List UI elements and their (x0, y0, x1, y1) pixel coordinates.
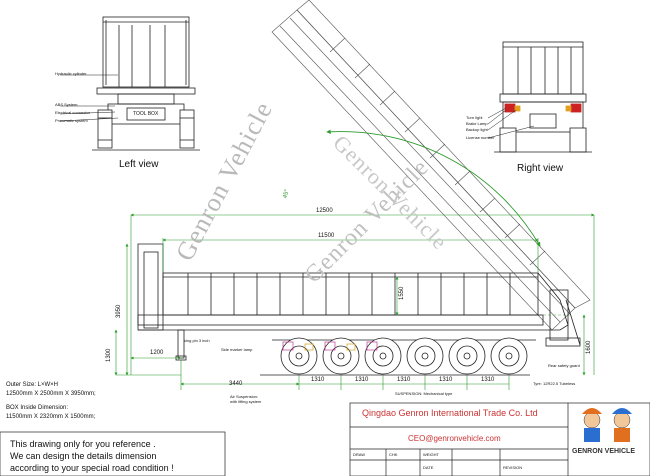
tb-field-draw: DRAW (353, 452, 366, 457)
wheel-4 (406, 337, 444, 375)
annotation-kingpin: king pin 3 inch (184, 338, 210, 343)
left-view-title: Left view (119, 159, 159, 170)
logo-figures (582, 408, 632, 442)
spec-box-size-label: BOX Inside Dimension: (6, 405, 69, 411)
right-view-drawing (487, 41, 592, 153)
dim-kingpin-offset: 1200 (150, 350, 164, 356)
suspension-parts (282, 341, 378, 351)
toolbox-label: TOOL BOX (133, 111, 159, 117)
callout-license-number: License number (466, 135, 495, 140)
wheel-6 (490, 337, 528, 375)
dim-overall-height: 3950 (116, 304, 122, 318)
note-line-3: according to your special road condition… (10, 463, 174, 473)
wheel-3 (364, 337, 402, 375)
callout-pneumatic-system: Pneumatic system (55, 118, 88, 123)
callout-abs-system: ABS System (55, 102, 78, 107)
dim-box-length: 11500 (318, 233, 335, 239)
company-logo: GENRON VEHICLE (572, 448, 636, 455)
angle-arc (326, 129, 541, 247)
callout-backup-light: Backup light (466, 127, 488, 132)
tb-field-chk: CHK (389, 452, 398, 457)
right-view-title: Right view (517, 163, 564, 174)
dim-axle-spacing-1: 1310 (311, 377, 325, 383)
callout-brake-lamp: Brake Lamp (466, 121, 488, 126)
annotation-tires: Tyre: 12R22.5 Tubeless (533, 381, 576, 386)
dim-front-overhang: 3440 (229, 381, 243, 387)
company-name: Qingdao Genron International Trade Co. L… (362, 408, 538, 418)
suspension-parts-2 (304, 343, 356, 351)
spec-box-size-value: 11500mm X 2320mm X 1500mm; (6, 414, 96, 420)
tb-field-weight: WEIGHT (423, 452, 439, 457)
note-box (0, 431, 226, 476)
wheel-5 (448, 337, 486, 375)
annotation-suspension: SUSPENSION: Mechanical type (395, 391, 453, 396)
trailer-side-view (137, 243, 581, 361)
callout-electrical-connector: Electrical connector (55, 110, 90, 115)
note-line-1: This drawing only for you reference . (10, 439, 156, 449)
wheels (280, 337, 528, 375)
spec-outer-size-label: Outer Size: L×W×H (6, 382, 59, 388)
spec-outer-size-value: 12500mm X 2500mm X 3950mm; (6, 391, 96, 397)
dim-box-height: 1550 (399, 286, 405, 300)
wheel-1 (280, 337, 318, 375)
dimension-lines (114, 213, 595, 390)
tb-field-date: DATE (423, 465, 434, 470)
dim-axle-spacing-3: 1310 (397, 377, 411, 383)
dim-rear-height: 1600 (586, 340, 592, 354)
tb-field-revision: REVISION (503, 465, 523, 470)
note-line-2: We can design the details dimension (10, 451, 157, 461)
dim-axle-spacing-5: 1310 (481, 377, 495, 383)
dim-kingpin-height: 1300 (106, 348, 112, 362)
company-email: CEO@genronvehicle.com (408, 434, 501, 443)
callout-hydraulic-cylinder: Hydraulic cylinder (55, 71, 87, 76)
title-block (349, 402, 650, 476)
left-view-drawing (59, 16, 200, 151)
annotation-air-suspension: Air Suspension: with lifting system (230, 394, 262, 404)
wheel-2 (322, 337, 360, 375)
dim-axle-spacing-2: 1310 (355, 377, 369, 383)
callout-turn-light: Turn light (466, 115, 483, 120)
annotation-side-marker: Side marker lamp (221, 347, 253, 352)
annotation-rear-guard: Rear safety guard (548, 363, 580, 368)
dim-overall-length: 12500 (316, 208, 333, 214)
dim-axle-spacing-4: 1310 (439, 377, 453, 383)
